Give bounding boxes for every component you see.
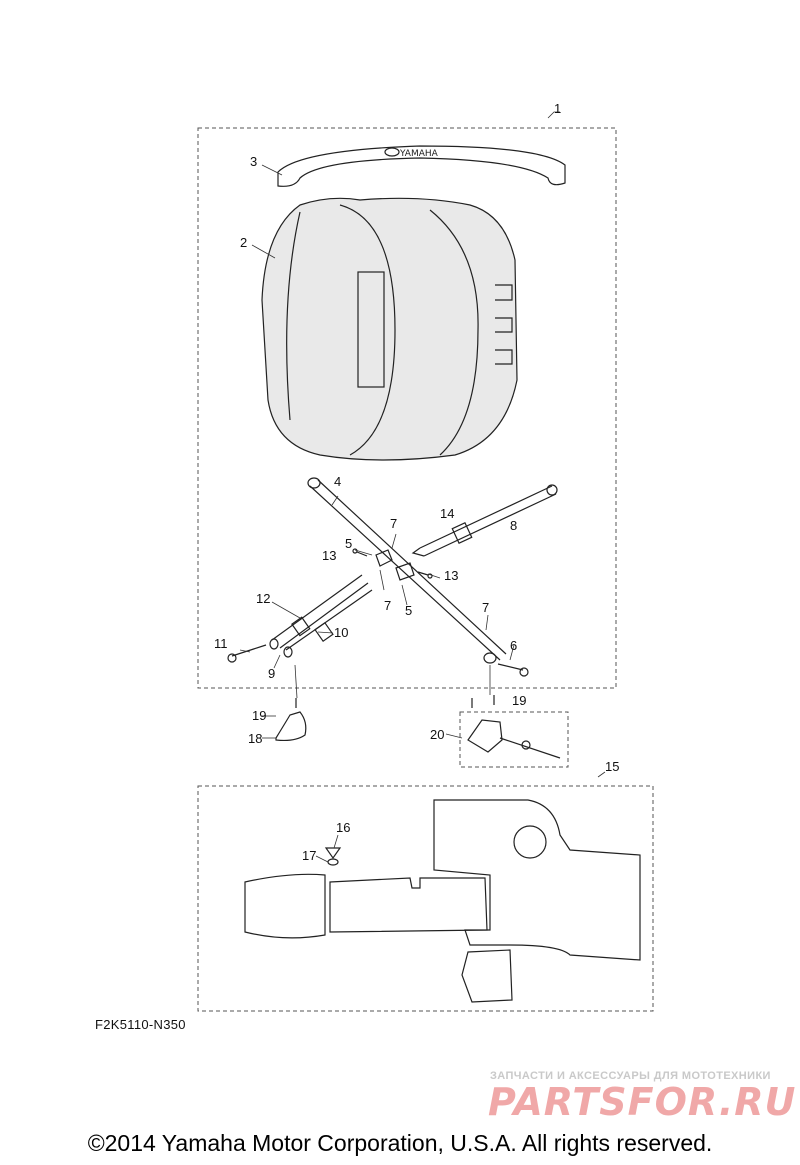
seat-assembly-group-box xyxy=(197,127,617,689)
figure-code: F2K5110-N350 xyxy=(95,1017,186,1032)
leader-lines xyxy=(239,111,606,863)
mat-group-box xyxy=(197,785,654,1012)
callout-7a: 7 xyxy=(390,516,397,531)
callout-8: 8 xyxy=(510,518,517,533)
callout-16: 16 xyxy=(336,820,350,835)
grab-strap: YAMAHA xyxy=(277,145,566,187)
callout-12: 12 xyxy=(256,591,270,606)
callout-6: 6 xyxy=(510,638,517,653)
callout-5b: 5 xyxy=(405,603,412,618)
copyright-notice: ©2014 Yamaha Motor Corporation, U.S.A. A… xyxy=(87,1130,713,1156)
callout-3: 3 xyxy=(250,154,257,169)
callout-13a: 13 xyxy=(322,548,336,563)
watermark-logo: PARTSFOR.RU xyxy=(488,1080,797,1124)
callout-2: 2 xyxy=(240,235,247,250)
callout-9: 9 xyxy=(268,666,275,681)
callout-19a: 19 xyxy=(252,708,266,723)
strap-logo-text: YAMAHA xyxy=(399,149,439,159)
latch-group-box xyxy=(459,711,569,768)
callout-13b: 13 xyxy=(444,568,458,583)
callout-14: 14 xyxy=(440,506,454,521)
watermark-subtitle: ЗАПЧАСТИ И АКСЕССУАРЫ ДЛЯ МОТОТЕХНИКИ xyxy=(490,1070,771,1082)
mat-15 xyxy=(244,799,641,1003)
callout-11: 11 xyxy=(214,636,228,651)
callout-4: 4 xyxy=(334,474,341,489)
callout-18: 18 xyxy=(248,731,262,746)
seat xyxy=(261,197,518,461)
callout-19b: 19 xyxy=(512,693,526,708)
callout-17: 17 xyxy=(302,848,316,863)
stay-rod-4 xyxy=(307,477,507,664)
callout-5a: 5 xyxy=(345,536,352,551)
bracket-5 xyxy=(375,549,415,581)
damper-8 xyxy=(411,484,558,557)
callout-7b: 7 xyxy=(384,598,391,613)
bracket-18 xyxy=(275,711,307,742)
damper-9-10 xyxy=(269,574,373,658)
clip-16-17 xyxy=(324,847,342,866)
callout-1: 1 xyxy=(554,101,561,116)
callout-20: 20 xyxy=(430,727,444,742)
bolts xyxy=(227,548,529,708)
callout-7c: 7 xyxy=(482,600,489,615)
latch-20 xyxy=(467,719,561,759)
callout-15: 15 xyxy=(605,759,619,774)
callout-10: 10 xyxy=(334,625,348,640)
